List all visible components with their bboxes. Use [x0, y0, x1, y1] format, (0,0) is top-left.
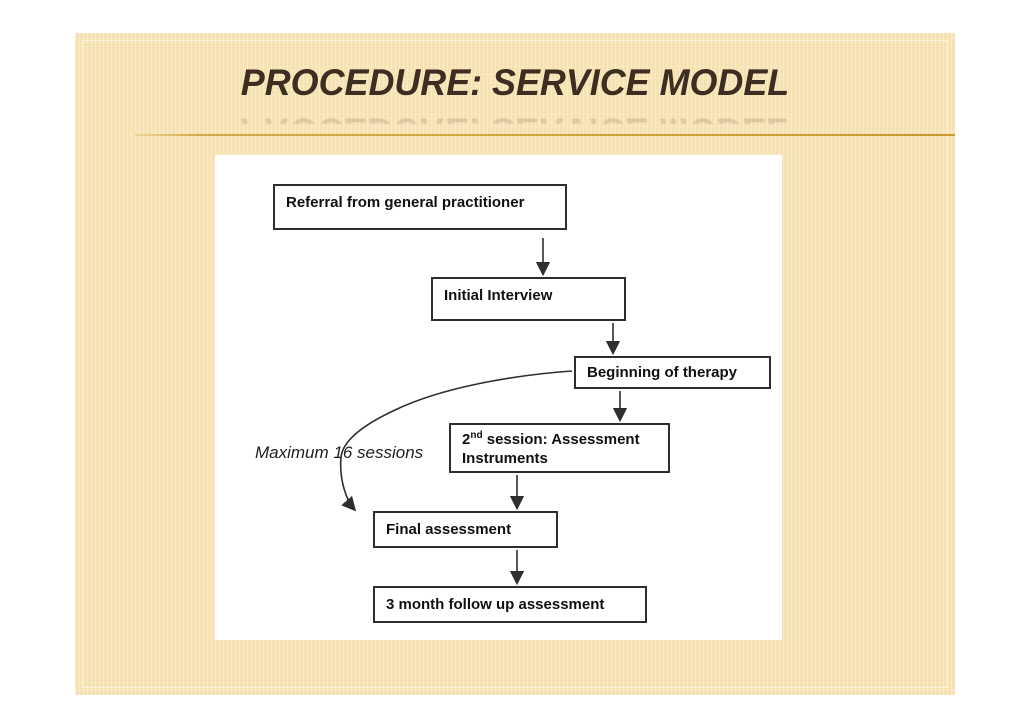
slide-title: PROCEDURE: SERVICE MODEL: [240, 62, 790, 103]
second-session-line1-rest: session: Assessment: [482, 431, 640, 448]
maximum-sessions-annotation: Maximum 16 sessions: [255, 443, 424, 462]
title-block: PROCEDURE: SERVICE MODEL PROCEDURE: SERV…: [75, 62, 955, 123]
flowchart-node-second-session: 2nd session: Assessment Instruments: [449, 423, 670, 473]
flowchart-node-beginning-of-therapy: Beginning of therapy: [574, 356, 771, 389]
flowchart-node-followup-assessment: 3 month follow up assessment: [373, 586, 647, 623]
second-session-line1-prefix: 2: [462, 431, 471, 448]
title-divider-line: [135, 134, 955, 136]
flowchart-node-initial-interview: Initial Interview: [431, 277, 626, 321]
slide-title-reflection: PROCEDURE: SERVICE MODEL: [88, 110, 942, 123]
flowchart-panel: Referral from general practitioner Initi…: [215, 155, 782, 640]
second-session-line2: Instruments: [462, 450, 548, 467]
second-session-ordinal-suffix: nd: [470, 430, 483, 441]
slide-background: PROCEDURE: SERVICE MODEL PROCEDURE: SERV…: [75, 33, 955, 695]
flowchart-node-referral: Referral from general practitioner: [273, 184, 567, 230]
flowchart-node-final-assessment: Final assessment: [373, 511, 558, 548]
